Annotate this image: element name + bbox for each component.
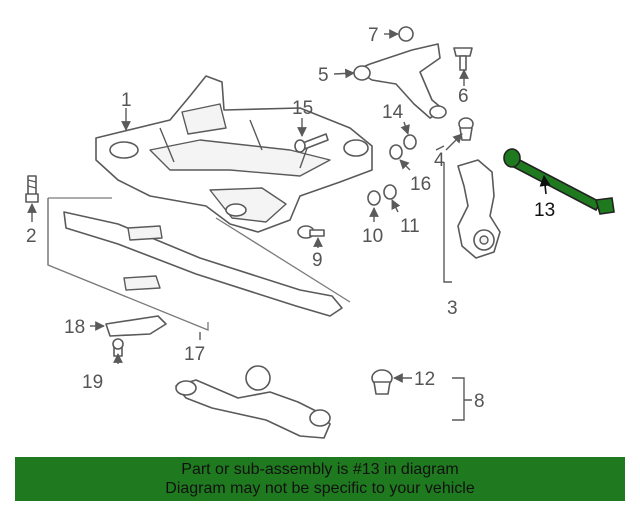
callout-2: 2 <box>26 226 37 247</box>
callout-1: 1 <box>121 90 132 111</box>
parts-diagram: 1 2 3 4 5 6 7 8 9 10 11 12 13 14 15 16 1… <box>25 25 615 439</box>
callout-7: 7 <box>368 25 379 46</box>
banner-line-2: Diagram may not be specific to your vehi… <box>165 480 475 497</box>
callout-5: 5 <box>318 65 329 86</box>
callout-3: 3 <box>447 298 458 319</box>
callout-9: 9 <box>312 250 323 271</box>
callout-8: 8 <box>474 391 485 412</box>
callout-15: 15 <box>292 98 313 119</box>
lower-control-arm-part[interactable] <box>175 365 331 439</box>
callout-18: 18 <box>64 317 85 338</box>
bolt-6-part[interactable] <box>453 47 473 71</box>
callout-6: 6 <box>458 86 469 107</box>
nut-7-part[interactable] <box>398 26 414 42</box>
ball-joint-4-part[interactable] <box>458 117 474 141</box>
callout-4: 4 <box>434 150 445 171</box>
bolt-15-part[interactable] <box>294 133 329 153</box>
callout-16: 16 <box>410 174 431 195</box>
washer-parts[interactable] <box>367 134 417 206</box>
leader-lines <box>27 29 551 421</box>
callout-12: 12 <box>414 369 435 390</box>
callout-10: 10 <box>362 226 383 247</box>
banner-line-1: Part or sub-assembly is #13 in diagram <box>181 461 459 478</box>
subframe-part[interactable] <box>95 75 373 233</box>
callout-17: 17 <box>184 344 205 365</box>
crossmember-box <box>47 197 351 331</box>
callout-14: 14 <box>382 102 404 123</box>
callout-19: 19 <box>82 372 103 393</box>
bracket-part[interactable] <box>105 315 167 337</box>
bolt-2-part[interactable] <box>25 175 39 203</box>
crossmember-part[interactable] <box>63 211 343 317</box>
stud-9-part[interactable] <box>297 225 325 239</box>
bolt-19-part[interactable] <box>112 338 124 357</box>
knuckle-part[interactable] <box>457 159 501 259</box>
ball-joint-part[interactable] <box>371 369 393 395</box>
knuckle-bracket-line <box>443 162 452 283</box>
highlight-notice-banner: Part or sub-assembly is #13 in diagram D… <box>15 457 625 501</box>
callout-11: 11 <box>400 216 420 237</box>
upper-control-arm-part[interactable] <box>353 43 447 119</box>
callout-13: 13 <box>534 200 555 221</box>
trailing-rod-part[interactable] <box>503 148 615 215</box>
